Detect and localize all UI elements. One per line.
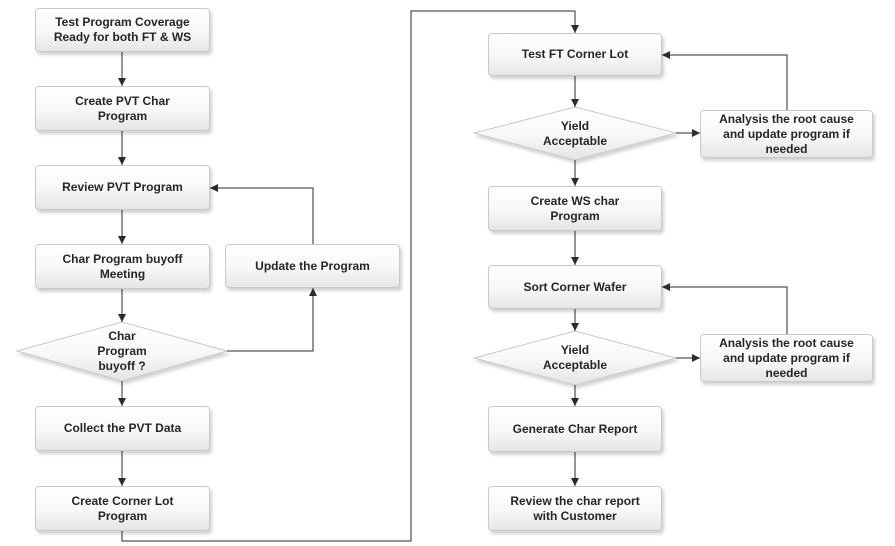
sort-corner-wafer-box: Sort Corner Wafer bbox=[488, 265, 662, 309]
create-ws-char-program-box: Create WS char Program bbox=[488, 186, 662, 231]
connector-decision-to-update bbox=[227, 288, 317, 352]
update-the-program-label: Update the Program bbox=[255, 258, 370, 273]
review-char-report-box: Review the char report with Customer bbox=[488, 486, 662, 531]
create-corner-lot-program-label: Create Corner Lot Program bbox=[71, 493, 174, 523]
review-pvt-program-box: Review PVT Program bbox=[35, 165, 210, 210]
connector-update-to-review bbox=[210, 184, 314, 244]
review-char-report-label: Review the char report with Customer bbox=[510, 493, 640, 523]
update-the-program-box: Update the Program bbox=[225, 244, 400, 288]
connector-analysis-ft-to-test-ft bbox=[662, 51, 788, 110]
analysis-root-cause-ws-label: Analysis the root cause and update progr… bbox=[719, 335, 854, 380]
create-pvt-char-program-label: Create PVT Char Program bbox=[75, 93, 170, 123]
test-program-coverage-label: Test Program Coverage Ready for both FT … bbox=[53, 15, 192, 44]
connector-corner-lot-to-test-ft bbox=[121, 10, 579, 542]
analysis-root-cause-ft-box: Analysis the root cause and update progr… bbox=[700, 110, 873, 158]
collect-pvt-data-box: Collect the PVT Data bbox=[35, 406, 210, 451]
yield-acceptable-ft-label: Yield Acceptable bbox=[542, 119, 608, 148]
test-ft-corner-lot-box: Test FT Corner Lot bbox=[488, 33, 662, 76]
collect-pvt-data-label: Collect the PVT Data bbox=[63, 421, 182, 435]
yield-acceptable-ws-label: Yield Acceptable bbox=[542, 343, 608, 372]
create-corner-lot-program-box: Create Corner Lot Program bbox=[35, 486, 210, 531]
char-program-buyoff-meeting-label: Char Program buyoff Meeting bbox=[62, 251, 183, 281]
test-program-coverage-box: Test Program Coverage Ready for both FT … bbox=[35, 8, 210, 52]
analysis-root-cause-ft-label: Analysis the root cause and update progr… bbox=[719, 111, 854, 156]
char-program-buyoff-meeting-box: Char Program buyoff Meeting bbox=[35, 244, 210, 289]
analysis-root-cause-ws-box: Analysis the root cause and update progr… bbox=[700, 334, 873, 382]
review-pvt-program-label: Review PVT Program bbox=[62, 180, 183, 194]
connector-analysis-ws-to-sort bbox=[662, 283, 788, 334]
test-ft-corner-lot-label: Test FT Corner Lot bbox=[521, 47, 629, 61]
create-ws-char-program-label: Create WS char Program bbox=[530, 193, 620, 223]
generate-char-report-box: Generate Char Report bbox=[488, 406, 662, 452]
char-program-buyoff-decision-label: Char Program buyoff ? bbox=[97, 328, 147, 373]
create-pvt-char-program-box: Create PVT Char Program bbox=[35, 86, 210, 131]
generate-char-report-label: Generate Char Report bbox=[512, 421, 638, 436]
sort-corner-wafer-label: Sort Corner Wafer bbox=[523, 279, 627, 294]
